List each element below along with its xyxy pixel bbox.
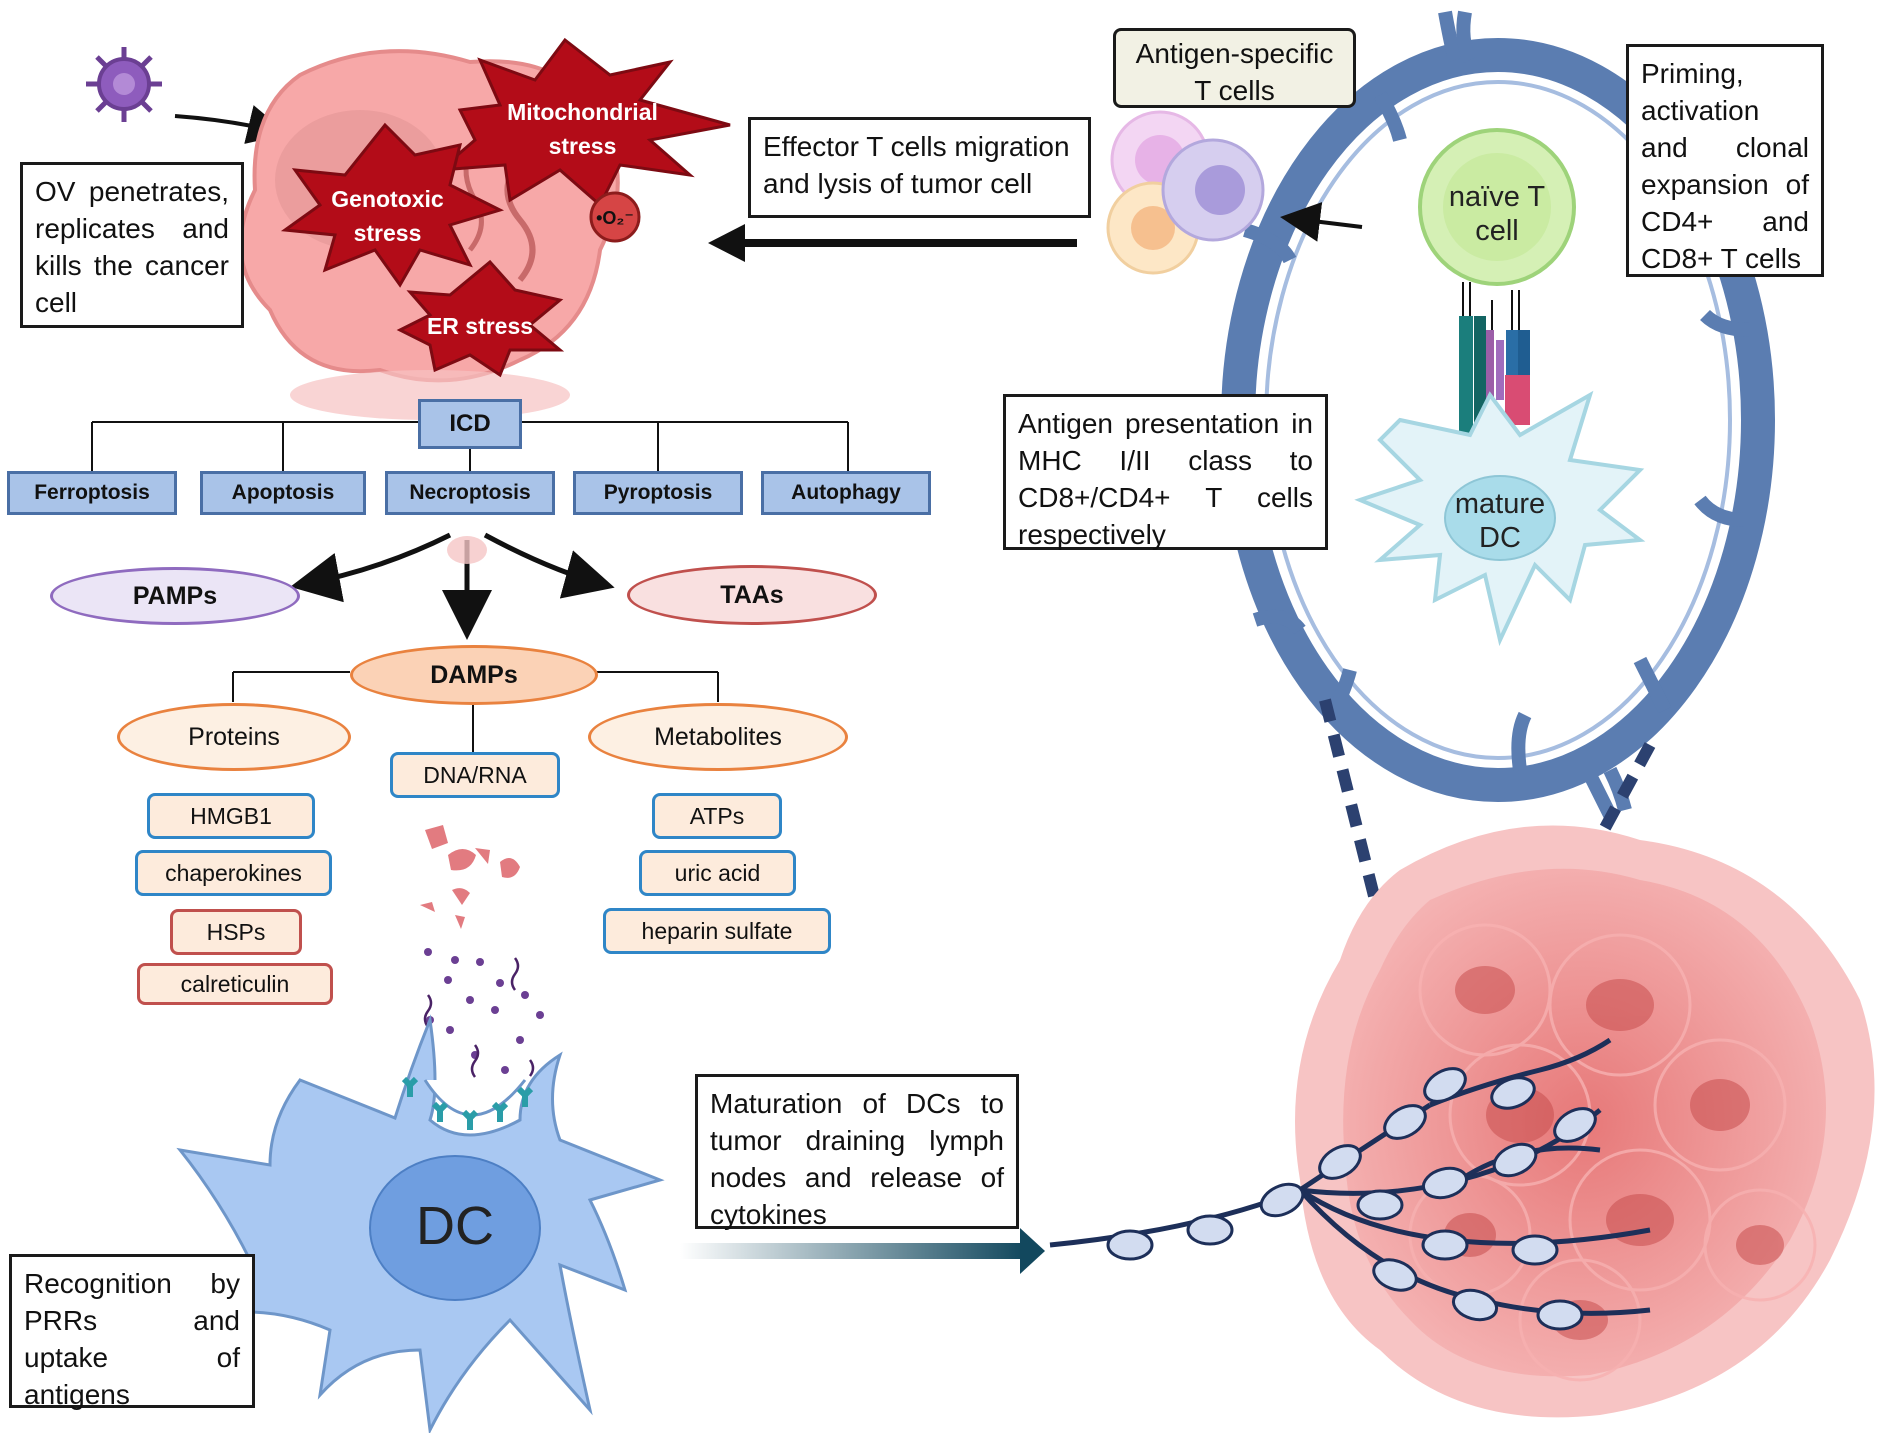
pamps-ellipse: PAMPs xyxy=(50,567,300,625)
icd-type-ferroptosis: Ferroptosis xyxy=(7,471,177,515)
mitochondrial-stress-label: Mitochondrial stress xyxy=(507,99,658,159)
prr-receptors xyxy=(401,1076,534,1130)
metabolite-dots xyxy=(424,948,544,1074)
metabolite-item-uric-acid: uric acid xyxy=(639,850,796,896)
metabolites-ellipse: Metabolites xyxy=(588,703,848,771)
recognition-box: Recognition by PRRs and uptake of antige… xyxy=(9,1254,255,1410)
nucleic-acid-squiggles xyxy=(423,957,535,1078)
naive-t-cell-label: naïve T cell xyxy=(1448,181,1546,247)
er-stress-label: ER stress xyxy=(426,313,534,339)
damp-fragments xyxy=(420,825,520,929)
metabolite-item-heparin-sulfate: heparin sulfate xyxy=(603,908,831,954)
genotoxic-stress-star xyxy=(280,122,505,288)
maturation-box: Maturation of DCs to tumor draining lymp… xyxy=(695,1074,1019,1230)
icd-box: ICD xyxy=(418,399,522,449)
damps-ellipse: DAMPs xyxy=(350,645,598,705)
taas-ellipse: TAAs xyxy=(627,565,877,625)
protein-item-calreticulin: calreticulin xyxy=(137,963,333,1005)
icd-connectors xyxy=(91,421,849,472)
mature-dc-label: mature DC xyxy=(1454,488,1546,554)
antigen-specific-t-cells xyxy=(1106,110,1265,275)
icd-type-pyroptosis: Pyroptosis xyxy=(573,471,743,515)
metabolite-item-atps: ATPs xyxy=(652,793,782,839)
protein-item-hmgb1: HMGB1 xyxy=(147,793,315,839)
oncolytic-virus-icon xyxy=(86,47,162,122)
dc-nucleus xyxy=(369,1155,541,1301)
ros-circle xyxy=(589,191,641,243)
dc-label: DC xyxy=(416,1196,494,1256)
icd-type-necroptosis: Necroptosis xyxy=(385,471,555,515)
protein-item-chaperokines: chaperokines xyxy=(135,850,332,896)
ov-box: OV penetrates, replicates and kills the … xyxy=(20,162,244,328)
t-cell-egress-arrow xyxy=(1280,202,1363,242)
antigen-presentation-box: Antigen presentation in MHC I/II class t… xyxy=(1003,394,1328,550)
protein-item-hsps: HSPs xyxy=(170,909,302,955)
lymphatic-vessels xyxy=(1049,1037,1651,1331)
ros-label: •O₂⁻ xyxy=(596,208,634,228)
maturation-arrow-shaft xyxy=(680,1243,1025,1259)
mitochondrial-stress-star xyxy=(435,37,731,208)
damps-connectors xyxy=(232,671,719,752)
genotoxic-stress-label: Genotoxic stress xyxy=(331,186,444,246)
proteins-ellipse: Proteins xyxy=(117,703,351,771)
icd-type-autophagy: Autophagy xyxy=(761,471,931,515)
priming-box: Priming, activation and clonal expansion… xyxy=(1626,44,1824,277)
er-stress-star xyxy=(396,259,565,378)
effector-box: Effector T cells migration and lysis of … xyxy=(748,117,1091,218)
antigen-specific-box: Antigen-specific T cells xyxy=(1113,28,1356,108)
dna-rna-pill: DNA/RNA xyxy=(390,752,560,798)
icd-type-apoptosis: Apoptosis xyxy=(200,471,366,515)
maturation-arrow-head xyxy=(1020,1228,1045,1274)
arrow-to-pamps xyxy=(290,532,452,603)
arrow-to-taas xyxy=(483,532,615,599)
